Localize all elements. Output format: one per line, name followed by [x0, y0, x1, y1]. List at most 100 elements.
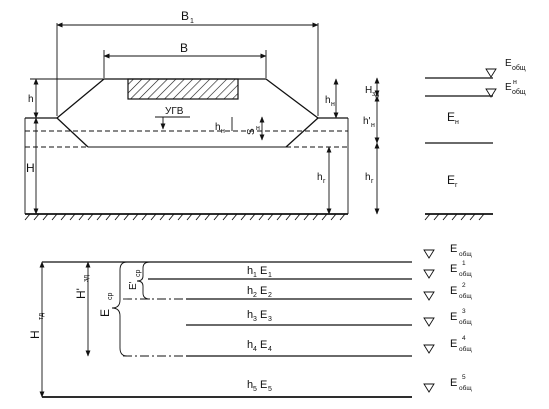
- e-r-sub: г: [455, 182, 458, 189]
- e-obsh-sub: общ: [512, 64, 526, 72]
- e-obsh-label: E: [505, 58, 512, 69]
- s-label: S: [246, 128, 257, 135]
- layer-label-h-sub-3: 3: [253, 316, 257, 323]
- hn-right-label: h: [325, 95, 331, 106]
- hsd-prime-sub: зд: [83, 275, 90, 282]
- hatch-tick: [249, 213, 256, 221]
- ecp-prime-brace: [136, 261, 151, 300]
- modulus-sup-1: 1: [462, 260, 466, 267]
- layer-label-h-2: h: [247, 285, 253, 297]
- layer-label-e-sub-3: 3: [268, 316, 272, 323]
- hatch-tick: [177, 213, 184, 221]
- hatch-tick: [424, 213, 431, 221]
- h-label: h: [28, 94, 34, 105]
- layer-label-h-sub-1: 1: [253, 272, 257, 279]
- ecp-brace: [111, 261, 128, 357]
- modulus-sup-3: 3: [462, 308, 466, 315]
- hatch-tick: [478, 213, 485, 221]
- layer-label-h-5: h: [247, 379, 253, 391]
- modulus-sup-2: 2: [462, 282, 466, 289]
- hn-right-sub: н: [331, 101, 335, 108]
- hatch-tick: [258, 213, 265, 221]
- e-n-obsh-triangle-icon: [485, 88, 497, 98]
- modulus-triangle-icon: [423, 383, 435, 393]
- e-n-obsh-sup: н: [513, 79, 517, 86]
- hatch-tick: [33, 213, 40, 221]
- hatch-tick: [433, 213, 440, 221]
- hatch-tick: [60, 213, 67, 221]
- layer-label-e-4: E: [260, 339, 267, 351]
- hatch-tick: [69, 213, 76, 221]
- layer-label-e-1: E: [260, 265, 267, 277]
- layer-label-h-1: h: [247, 265, 253, 277]
- e-obsh-triangle-icon: [485, 68, 497, 78]
- layer-label-e-sub-4: 4: [268, 346, 272, 353]
- modulus-label-3: E: [450, 311, 457, 323]
- modulus-label-4: E: [450, 338, 457, 350]
- hatch-tick: [442, 213, 449, 221]
- ecp-prime-sub: ср: [135, 270, 142, 278]
- e-n-obsh-sub: общ: [512, 88, 526, 96]
- hr-mid-label: h: [317, 172, 323, 183]
- layer-label-e-3: E: [260, 309, 267, 321]
- hn-prime-label: h': [363, 116, 371, 127]
- layer-label-h-sub-5: 5: [253, 386, 257, 393]
- hatch-tick: [330, 213, 337, 221]
- embankment-toe-right: [285, 117, 319, 148]
- hatch-tick: [231, 213, 238, 221]
- htd-label: H: [28, 330, 42, 339]
- hatch-tick: [222, 213, 229, 221]
- hatch-tick: [469, 213, 476, 221]
- hr-mid-sub: г: [323, 178, 326, 185]
- hsd-sub: зд: [372, 91, 379, 98]
- hr-right-label: h: [365, 172, 371, 183]
- hatch-tick: [168, 213, 175, 221]
- layer-label-h-sub-4: 4: [253, 346, 257, 353]
- hatch-tick: [285, 213, 292, 221]
- pavement-block: [127, 78, 239, 100]
- hatch-tick: [51, 213, 58, 221]
- modulus-sup-5: 5: [462, 374, 466, 381]
- hatch-tick: [42, 213, 49, 221]
- embankment-section: B 1 B УГВ h н S н: [24, 9, 349, 221]
- hatch-tick: [150, 213, 157, 221]
- hatch-tick: [303, 213, 310, 221]
- ecp-sub: ср: [107, 293, 114, 301]
- hatch-tick: [312, 213, 319, 221]
- b1-label: B: [181, 9, 189, 23]
- modulus-triangle-icon: [423, 344, 435, 354]
- hatch-tick: [123, 213, 130, 221]
- modulus-triangle-icon: [423, 317, 435, 327]
- hatch-tick: [240, 213, 247, 221]
- htd-sub: тд: [38, 313, 45, 320]
- hatch-tick: [451, 213, 458, 221]
- modulus-triangle-icon: [423, 269, 435, 279]
- hatch-tick: [24, 213, 31, 221]
- b-label: B: [180, 41, 188, 55]
- layer-label-e-2: E: [260, 285, 267, 297]
- e-n-label: E: [447, 110, 455, 124]
- modulus-triangle-icon: [423, 291, 435, 301]
- modulus-sub-1: общ: [459, 270, 472, 278]
- s-sub: н: [256, 125, 260, 132]
- hatch-tick: [132, 213, 139, 221]
- e-r-label: E: [447, 173, 455, 187]
- bedrock-hatch: [24, 213, 346, 221]
- hatch-tick: [78, 213, 85, 221]
- hatch-tick: [87, 213, 94, 221]
- e-n-obsh-label: E: [505, 82, 512, 93]
- layer-label-h-3: h: [247, 309, 253, 321]
- hsd-label: H: [365, 85, 372, 96]
- bedrock-hatch-right: [424, 213, 485, 221]
- modulus-sup-4: 4: [462, 335, 466, 342]
- hatch-tick: [460, 213, 467, 221]
- hatch-tick: [105, 213, 112, 221]
- b1-label-sub: 1: [190, 18, 194, 25]
- hatch-tick: [213, 213, 220, 221]
- layer-label-e-sub-2: 2: [268, 292, 272, 299]
- hn-prime-sub: н: [371, 122, 375, 129]
- ecp-label: E: [98, 309, 112, 317]
